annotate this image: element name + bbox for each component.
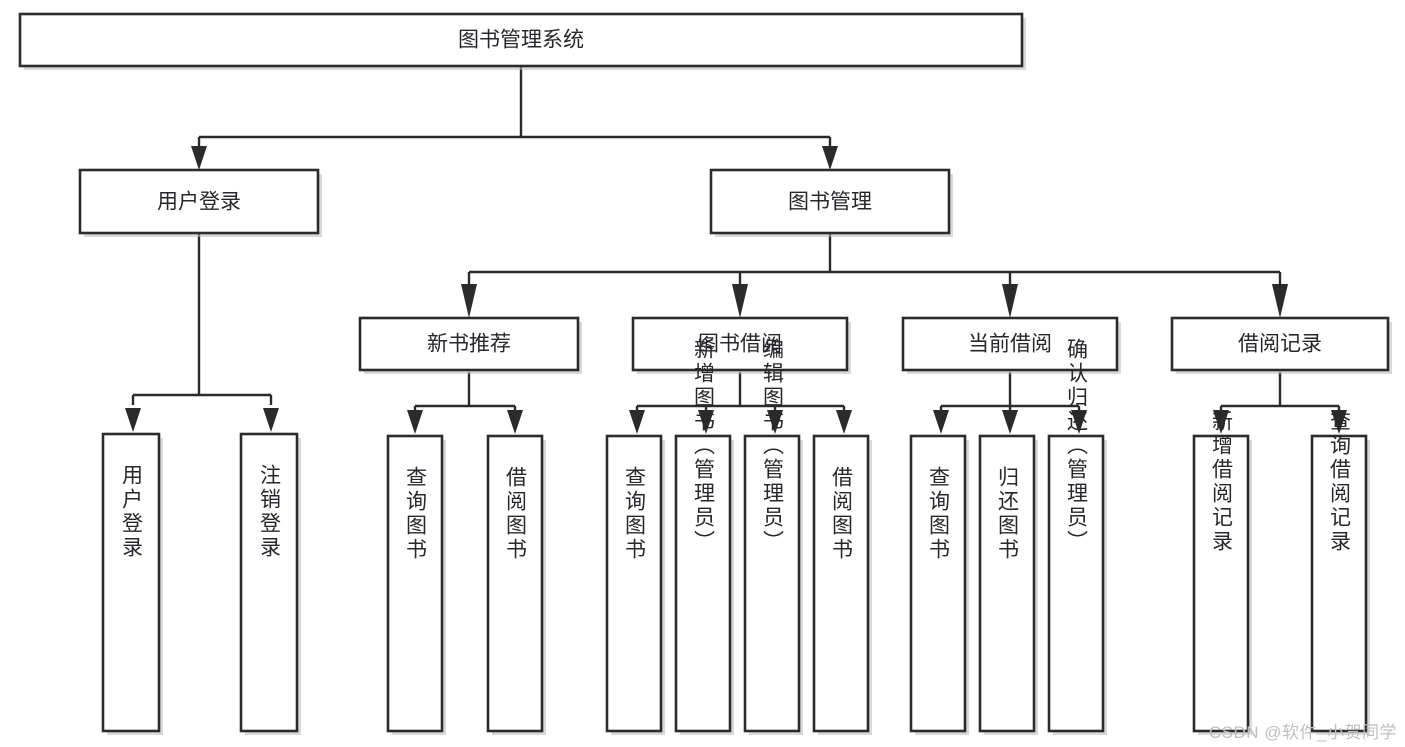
node-leaf-query-record-rect[interactable] — [1310, 434, 1368, 733]
node-leaf-add-book[interactable]: 新增图书（管理员） — [674, 338, 734, 735]
arrow-leaf-query-book-1 — [407, 410, 423, 434]
node-leaf-add-record[interactable]: 新增借阅记录 — [1192, 410, 1252, 735]
arrow-leaf-user-login — [125, 408, 141, 432]
node-leaf-borrow-book-2[interactable]: 借阅图书 — [812, 434, 872, 735]
connector-group — [125, 66, 1347, 434]
arrow-leaf-confirm-return — [1071, 410, 1087, 434]
arrow-leaf-borrow-book-2 — [836, 410, 852, 434]
node-leaf-edit-book[interactable]: 编辑图书（管理员） — [743, 338, 803, 735]
node-leaf-query-book-2-rect[interactable] — [605, 434, 663, 733]
node-book-borrow-rect[interactable] — [631, 316, 849, 372]
node-leaf-return-book-rect[interactable] — [978, 434, 1036, 733]
node-leaf-confirm-return-label: 确认归还（管理员） — [1065, 338, 1089, 554]
arrow-book-manage — [822, 146, 838, 170]
node-leaf-add-book-label: 新增图书（管理员） — [692, 338, 716, 554]
node-root-label: 图书管理系统 — [458, 29, 584, 52]
node-leaf-query-book-1-label: 查询图书 — [404, 466, 428, 562]
node-leaf-add-record-label: 新增借阅记录 — [1210, 410, 1234, 554]
node-leaf-borrow-book-1-rect[interactable] — [486, 434, 544, 733]
arrow-borrow-record — [1272, 284, 1288, 318]
node-current-borrow-label: 当前借阅 — [968, 333, 1052, 356]
node-leaf-add-record-rect[interactable] — [1192, 434, 1250, 733]
arrow-current-borrow — [1002, 284, 1018, 318]
node-leaf-logout-label: 注销登录 — [258, 464, 282, 560]
node-book-manage-rect[interactable] — [709, 168, 951, 235]
node-borrow-record-label: 借阅记录 — [1238, 333, 1322, 356]
node-leaf-borrow-book-2-label: 借阅图书 — [830, 466, 854, 562]
node-leaf-query-record[interactable]: 查询借阅记录 — [1310, 410, 1370, 735]
node-leaf-user-login[interactable]: 用户登录 — [101, 432, 163, 735]
node-leaf-add-book-rect[interactable] — [674, 434, 732, 733]
node-leaf-confirm-return[interactable]: 确认归还（管理员） — [1047, 338, 1107, 735]
arrow-new-book-recommend — [461, 284, 477, 318]
node-leaf-return-book-label: 归还图书 — [996, 466, 1020, 562]
node-leaf-query-book-3-rect[interactable] — [909, 434, 967, 733]
arrow-leaf-logout — [263, 408, 279, 432]
node-book-manage-label: 图书管理 — [788, 191, 872, 214]
arrow-leaf-edit-book — [767, 410, 783, 434]
arrow-leaf-add-book — [698, 410, 714, 434]
node-root[interactable]: 图书管理系统 — [18, 12, 1026, 70]
node-user-login-label: 用户登录 — [157, 191, 241, 214]
arrow-book-borrow — [732, 284, 748, 318]
node-leaf-query-book-2-label: 查询图书 — [623, 466, 647, 562]
node-leaf-edit-book-label: 编辑图书（管理员） — [761, 338, 785, 554]
node-leaf-edit-book-rect[interactable] — [743, 434, 801, 733]
node-new-book-recommend-rect[interactable] — [358, 316, 580, 372]
node-leaf-user-login-label: 用户登录 — [120, 464, 144, 560]
node-borrow-record-rect[interactable] — [1170, 316, 1390, 372]
arrow-user-login — [191, 146, 207, 170]
node-current-borrow-rect[interactable] — [901, 316, 1119, 372]
node-root-rect[interactable] — [18, 12, 1024, 68]
node-book-borrow[interactable]: 图书借阅 — [631, 316, 851, 374]
node-leaf-query-book-3-label: 查询图书 — [927, 466, 951, 562]
arrow-leaf-return-book — [1002, 410, 1018, 434]
node-current-borrow[interactable]: 当前借阅 — [901, 316, 1121, 374]
node-leaf-query-book-1[interactable]: 查询图书 — [386, 434, 446, 735]
node-leaf-borrow-book-2-rect[interactable] — [812, 434, 870, 733]
node-leaf-user-login-rect[interactable] — [101, 432, 161, 733]
node-leaf-logout[interactable]: 注销登录 — [239, 432, 301, 735]
node-book-manage[interactable]: 图书管理 — [709, 168, 953, 237]
node-leaf-query-book-1-rect[interactable] — [386, 434, 444, 733]
node-leaf-query-record-label: 查询借阅记录 — [1328, 410, 1352, 554]
node-leaf-query-book-3[interactable]: 查询图书 — [909, 434, 969, 735]
arrow-leaf-query-record — [1331, 410, 1347, 434]
node-leaf-borrow-book-1-label: 借阅图书 — [504, 466, 528, 562]
arrow-leaf-borrow-book-1 — [507, 410, 523, 434]
node-borrow-record[interactable]: 借阅记录 — [1170, 316, 1392, 374]
node-new-book-recommend-label: 新书推荐 — [427, 333, 511, 356]
arrow-leaf-query-book-2 — [629, 410, 645, 434]
node-leaf-borrow-book-1[interactable]: 借阅图书 — [486, 434, 546, 735]
node-leaf-confirm-return-rect[interactable] — [1047, 434, 1105, 733]
node-user-login-rect[interactable] — [78, 168, 320, 235]
node-leaf-logout-rect[interactable] — [239, 432, 299, 733]
csdn-watermark: CSDN @软件_小贺同学 — [1208, 723, 1397, 742]
node-user-login[interactable]: 用户登录 — [78, 168, 322, 237]
node-leaf-query-book-2[interactable]: 查询图书 — [605, 434, 665, 735]
node-leaf-return-book[interactable]: 归还图书 — [978, 434, 1038, 735]
arrow-leaf-query-book-3 — [933, 410, 949, 434]
node-new-book-recommend[interactable]: 新书推荐 — [358, 316, 582, 374]
arrow-leaf-add-record — [1213, 410, 1229, 434]
node-book-borrow-label: 图书借阅 — [698, 333, 782, 356]
